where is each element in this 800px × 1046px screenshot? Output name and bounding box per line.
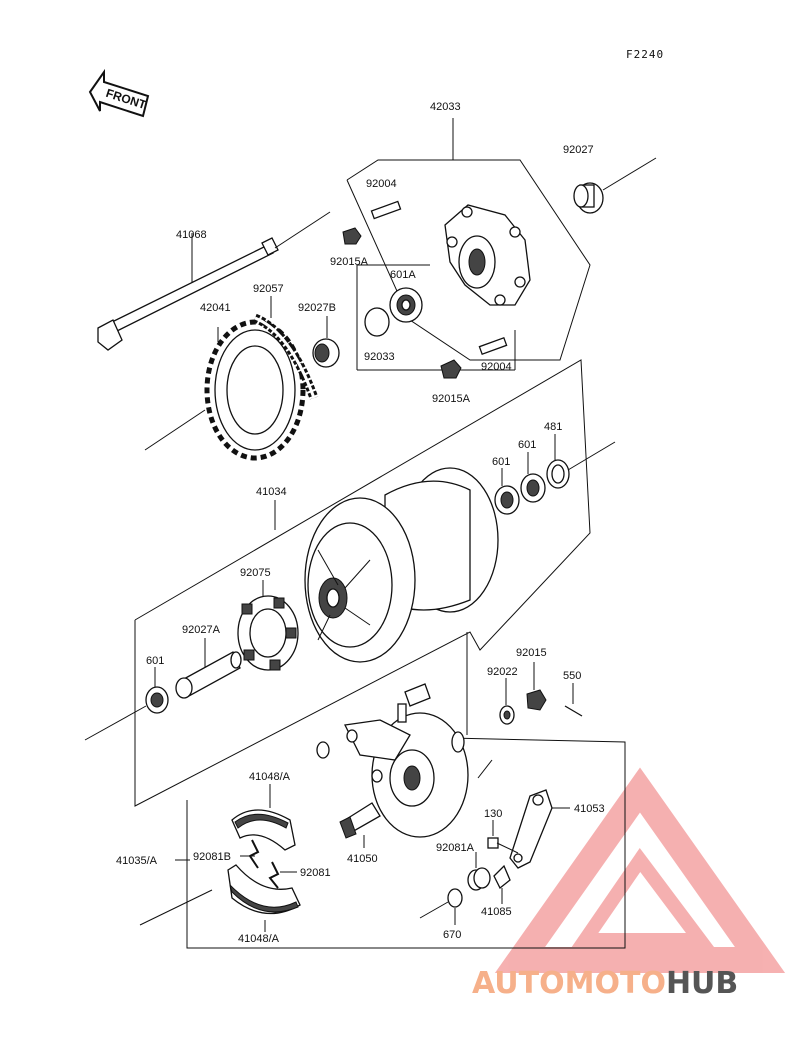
sprocket-flange: [444, 204, 531, 306]
label-92033: 92033: [364, 351, 395, 363]
label-601A: 601A: [390, 269, 416, 281]
figure-code: F2240: [626, 48, 664, 61]
brake-shoes-group: [139, 784, 301, 932]
label-92027: 92027: [563, 144, 594, 156]
nut-92015: [526, 689, 547, 711]
bolt-130: [487, 820, 519, 854]
label-41068: 41068: [176, 229, 207, 241]
circlip-670: [447, 888, 463, 908]
label-130: 130: [484, 808, 502, 820]
label-41048-upper: 41048/A: [249, 771, 291, 783]
svg-text:AUTOMOTOHUB: AUTOMOTOHUB: [472, 966, 738, 1001]
label-92081B: 92081B: [193, 851, 231, 863]
chain-92057: [253, 296, 319, 400]
label-92015A-lower: 92015A: [432, 393, 471, 405]
circlip-92033: [364, 307, 390, 337]
brake-panel-group: [186, 632, 626, 949]
bearing-601-left: [145, 667, 169, 714]
label-92004-upper: 92004: [366, 178, 397, 190]
bolt-upper: [404, 683, 431, 707]
label-92022: 92022: [487, 666, 518, 678]
spring-92081A: [467, 852, 491, 891]
label-481: 481: [544, 421, 562, 433]
sprocket-42041: [144, 319, 306, 461]
brake-shoe-upper: [231, 809, 296, 851]
bearing-601A: [389, 287, 423, 323]
label-41035: 41035/A: [116, 855, 158, 867]
axle-41068: [97, 211, 331, 351]
spring-92081B: [248, 839, 260, 869]
label-41034: 41034: [256, 486, 287, 498]
part-labels: 42033 92027 92004 92015A 41068 92057 420…: [116, 101, 605, 945]
stud-92004-upper: [370, 200, 402, 220]
camshaft-41050: [339, 802, 381, 848]
label-601-a: 601: [518, 439, 536, 451]
label-41085: 41085: [481, 906, 512, 918]
label-92027A: 92027A: [182, 624, 221, 636]
lever-41053: [509, 789, 570, 869]
front-arrow-icon: FRONT: [88, 68, 150, 118]
hub-flange-group: [342, 118, 657, 379]
label-92027B: 92027B: [298, 302, 336, 314]
watermark-part2: HUB: [666, 966, 738, 1001]
seal-481: [546, 434, 570, 489]
label-42041: 42041: [200, 302, 231, 314]
label-601-c: 601: [146, 655, 164, 667]
bearing-601-right-b: [520, 452, 546, 503]
label-41053: 41053: [574, 803, 605, 815]
damper-92075: [237, 580, 299, 671]
label-92004-lower: 92004: [481, 361, 512, 373]
nut-92015A-lower: [440, 359, 462, 379]
brake-panel: [344, 712, 469, 838]
label-550: 550: [563, 670, 581, 682]
nut-92015A-upper: [342, 227, 362, 245]
label-41050: 41050: [347, 853, 378, 865]
label-92015A-upper: 92015A: [330, 256, 369, 268]
cotter-pin-550: [564, 705, 583, 717]
bearing-601-right-a: [494, 468, 520, 515]
label-92081A: 92081A: [436, 842, 475, 854]
watermark-part1: AUTOMOTO: [472, 966, 666, 1001]
label-42033: 42033: [430, 101, 461, 113]
label-670: 670: [443, 929, 461, 941]
label-92075: 92075: [240, 567, 271, 579]
watermark-logo: [494, 767, 786, 973]
indicator-41085: [493, 864, 511, 890]
brake-shoe-lower: [227, 864, 301, 915]
seal-small: [316, 741, 330, 759]
label-601-b: 601: [492, 456, 510, 468]
label-92015: 92015: [516, 647, 547, 659]
stud-92004-lower: [478, 336, 508, 356]
collar-92027B: [312, 316, 340, 368]
label-92057: 92057: [253, 283, 284, 295]
wheel-hub-group: [84, 359, 616, 807]
label-92081: 92081: [300, 867, 331, 879]
spacer-92027A: [175, 638, 242, 699]
pin: [371, 769, 383, 783]
spring-92081: [268, 861, 280, 889]
wheel-hub-41034: [304, 467, 499, 663]
label-41048-lower: 41048/A: [238, 933, 280, 945]
collar-92027: [573, 182, 604, 214]
